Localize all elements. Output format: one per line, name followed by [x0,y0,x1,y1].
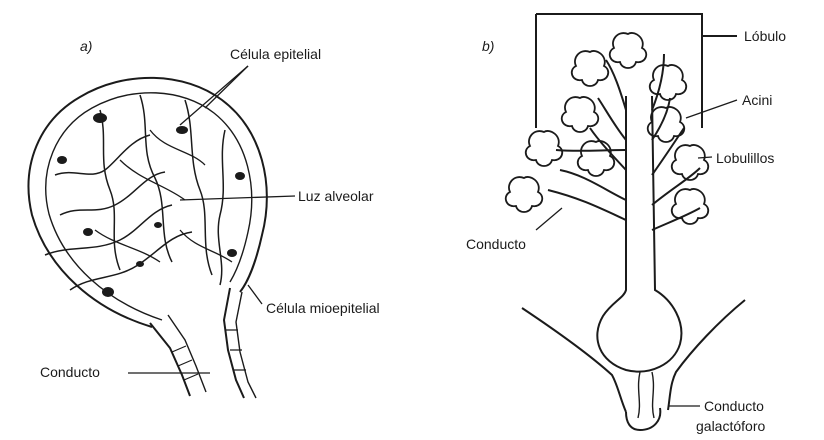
label-alveolar-lumen: Luz alveolar [298,188,374,204]
alveolus-drawing [29,78,267,398]
label-lobe: Lóbulo [744,28,786,44]
label-lobules: Lobulillos [716,150,774,166]
panel-b-leader-lines [536,100,737,406]
label-acini: Acini [742,92,772,108]
label-myoepithelial-cell: Célula mioepitelial [266,300,380,316]
lobe-drawing [522,14,745,430]
panel-b-tag: b) [482,38,494,54]
label-duct-a: Conducto [40,364,100,380]
label-duct-b: Conducto [466,236,526,252]
label-epithelial-cell: Célula epitelial [230,46,321,62]
cell-nuclei [57,113,245,297]
panel-a-tag: a) [80,38,92,54]
label-lactiferous-duct-line1: Conducto [704,398,764,414]
label-lactiferous-duct-line2: galactóforo [696,418,765,434]
